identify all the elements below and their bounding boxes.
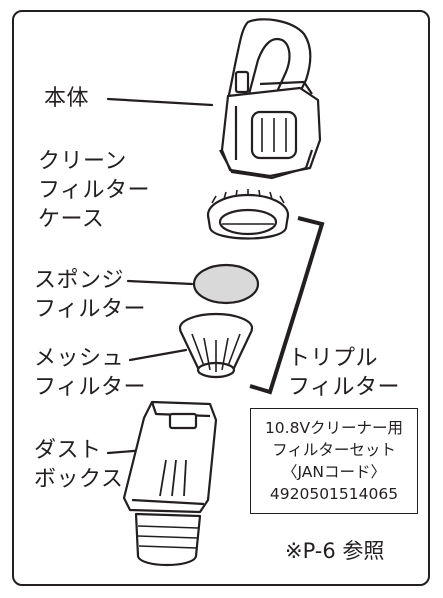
label-sponge-filter-2: フィルター [34, 297, 147, 322]
figure-frame [12, 10, 430, 586]
leader-body [106, 97, 214, 107]
label-mesh-filter-2: フィルター [34, 375, 147, 400]
triple-filter-bracket [249, 216, 325, 395]
label-mesh-filter-1: メッシュ [34, 346, 125, 371]
label-triple-filter-1: トリプル [288, 346, 379, 371]
filter-set-line-1: 10.8Vクリーナー用 [264, 419, 404, 437]
label-triple-filter-2: フィルター [288, 375, 401, 400]
sponge-filter-illustration [192, 263, 260, 305]
label-dust-box-1: ダスト [34, 438, 102, 463]
label-sponge-filter-1: スポンジ [34, 268, 125, 293]
main-body-illustration [219, 18, 322, 180]
clean-filter-case-illustration [206, 189, 290, 240]
label-clean-filter-case-1: クリーン [38, 149, 127, 174]
page-reference: ※P-6 参照 [285, 539, 385, 563]
filter-set-info-box: 10.8Vクリーナー用 フィルターセット 〈JANコード〉 4920501514… [250, 408, 418, 514]
label-body: 本体 [44, 86, 90, 111]
label-dust-box-2: ボックス [34, 467, 124, 492]
leader-mesh [128, 348, 188, 362]
mesh-filter-illustration [178, 312, 254, 379]
label-clean-filter-case-2: フィルター [38, 178, 151, 203]
dust-box-illustration [122, 400, 218, 566]
filter-set-line-2: フィルターセット [272, 441, 396, 459]
leader-sponge [126, 279, 194, 286]
label-clean-filter-case-3: ケース [38, 207, 105, 232]
filter-set-jan-code: 4920501514065 [269, 485, 399, 503]
filter-set-line-3: 〈JANコード〉 [282, 463, 386, 481]
